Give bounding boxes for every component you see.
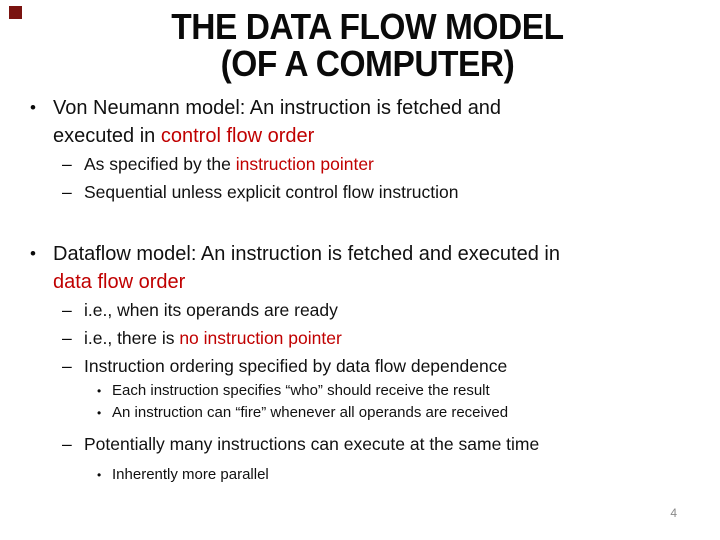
dot-bullet-icon: • xyxy=(97,468,102,482)
dash-bullet-icon: – xyxy=(62,300,72,320)
bullet-text: i.e., when its operands are ready xyxy=(28,296,696,324)
bullet-text: Von Neumann model: An instruction is fet… xyxy=(28,94,696,150)
plain-text: Inherently more parallel xyxy=(112,466,269,483)
plain-text: Potentially many instructions can execut… xyxy=(84,434,540,454)
slide-title-line2: (OF A COMPUTER) xyxy=(220,43,515,84)
bullet-item-level-3: • Each instruction specifies “who” should… xyxy=(28,380,696,402)
dash-bullet-icon: – xyxy=(62,154,72,174)
bullet-item-level-2: –As specified by the instruction pointer xyxy=(28,150,696,178)
bullet-list: • Von Neumann model: An instruction is fe… xyxy=(28,94,696,486)
plain-text: Instruction ordering specified by data f… xyxy=(84,356,508,376)
plain-text: i.e., when its operands are ready xyxy=(84,300,338,320)
plain-text: i.e., there is xyxy=(84,328,180,348)
dot-bullet-icon: • xyxy=(30,98,36,117)
bullet-text: As specified by the instruction pointer xyxy=(28,150,696,178)
bullet-item-level-3: • An instruction can “fire” whenever all … xyxy=(28,402,696,424)
bullet-text: Each instruction specifies “who” should … xyxy=(28,380,696,402)
plain-text: Von Neumann model: An instruction is fet… xyxy=(53,97,502,147)
slide-title: THE DATA FLOW MODEL (OF A COMPUTER) xyxy=(25,8,695,82)
dot-bullet-icon: • xyxy=(30,244,36,263)
dot-bullet-icon: • xyxy=(97,384,102,398)
bullet-text: Dataflow model: An instruction is fetche… xyxy=(28,240,696,296)
plain-text: Dataflow model: An instruction is fetche… xyxy=(53,243,560,265)
highlighted-text: instruction pointer xyxy=(235,154,374,174)
bullet-item-level-1: • Von Neumann model: An instruction is fe… xyxy=(28,94,696,150)
bullet-item-level-2: –i.e., there is no instruction pointer xyxy=(28,324,696,352)
dash-bullet-icon: – xyxy=(62,328,72,348)
dash-bullet-icon: – xyxy=(62,356,72,376)
slide-title-line1: THE DATA FLOW MODEL xyxy=(171,6,564,47)
bullet-item-level-2: –i.e., when its operands are ready xyxy=(28,296,696,324)
page-number: 4 xyxy=(670,506,677,520)
plain-text: An instruction can “fire” whenever all o… xyxy=(112,404,509,421)
bullet-text: Inherently more parallel xyxy=(28,464,696,486)
bullet-text: i.e., there is no instruction pointer xyxy=(28,324,696,352)
dash-bullet-icon: – xyxy=(62,434,72,454)
bullet-item-level-1: • Dataflow model: An instruction is fetch… xyxy=(28,240,696,296)
bullet-item-level-2: –Potentially many instructions can execu… xyxy=(28,430,696,458)
bullet-text: Sequential unless explicit control flow … xyxy=(28,178,696,206)
dash-bullet-icon: – xyxy=(62,182,72,202)
plain-text: As specified by the xyxy=(84,154,236,174)
highlighted-text: control flow order xyxy=(160,125,315,147)
bullet-item-level-2: –Sequential unless explicit control flow… xyxy=(28,178,696,206)
highlighted-text: no instruction pointer xyxy=(179,328,342,348)
dot-bullet-icon: • xyxy=(97,406,102,420)
plain-text: Sequential unless explicit control flow … xyxy=(84,182,459,202)
bullet-text: An instruction can “fire” whenever all o… xyxy=(28,402,696,424)
bullet-text: Potentially many instructions can execut… xyxy=(28,430,696,458)
bullet-text: Instruction ordering specified by data f… xyxy=(28,352,696,380)
corner-accent-square xyxy=(9,6,22,19)
bullet-item-level-3: • Inherently more parallel xyxy=(28,464,696,486)
plain-text: Each instruction specifies “who” should … xyxy=(112,382,490,399)
bullet-item-level-2: –Instruction ordering specified by data … xyxy=(28,352,696,380)
highlighted-text: data flow order xyxy=(53,271,186,293)
